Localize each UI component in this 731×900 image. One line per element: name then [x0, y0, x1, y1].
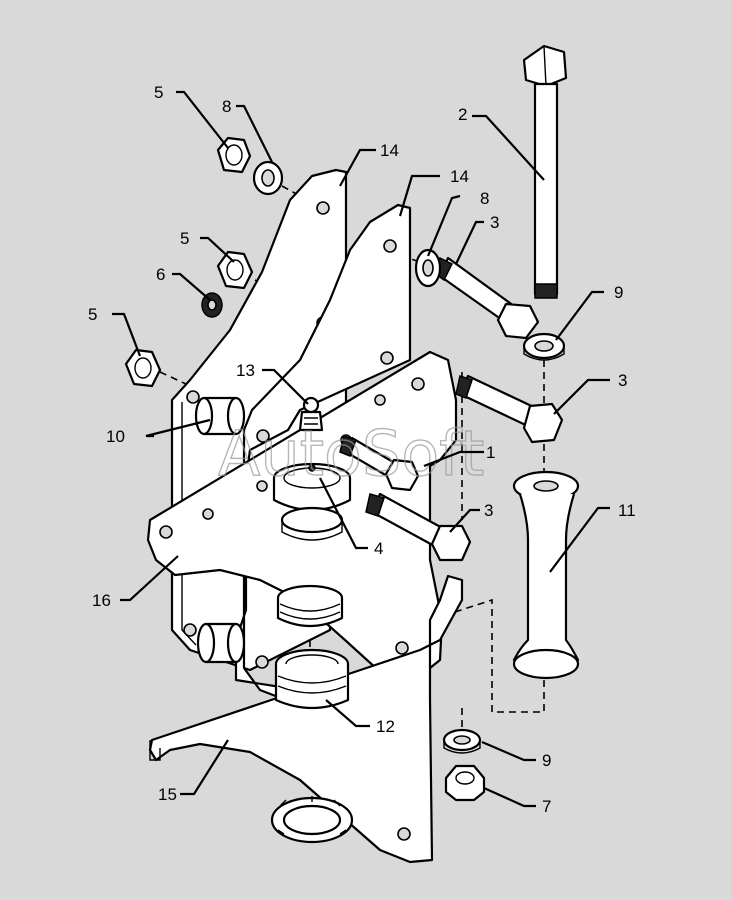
callout-9-bottom: 9 [542, 751, 551, 770]
bolt-3-mid [455, 374, 564, 444]
callout-14-left: 14 [380, 141, 399, 160]
washer-9-top [522, 332, 566, 361]
callout-8-right: 8 [480, 189, 489, 208]
callout-12: 12 [376, 717, 395, 736]
callout-7: 7 [542, 797, 551, 816]
bushing-bottom [270, 796, 354, 844]
callout-8-top: 8 [222, 97, 231, 116]
bushing-mid [276, 584, 344, 628]
callout-2: 2 [458, 105, 467, 124]
callout-3-mid: 3 [618, 371, 627, 390]
washer-8-top [252, 160, 284, 196]
nut-5-low [124, 348, 162, 388]
spacer-tube-upper [194, 396, 246, 436]
leader-lines [112, 90, 610, 808]
bolt-3-bottom [365, 492, 472, 562]
callouts: 5 8 14 14 2 5 6 8 3 5 9 13 3 10 1 11 3 4… [88, 83, 636, 816]
callout-6: 6 [156, 265, 165, 284]
grease-fitting [298, 396, 324, 432]
callout-3-bottom: 3 [484, 501, 493, 520]
callout-16: 16 [92, 591, 111, 610]
watermark: AutoSoft [218, 417, 484, 490]
callout-13: 13 [236, 361, 255, 380]
washer-8-right [414, 248, 442, 288]
bolt-3-top [435, 256, 540, 340]
bushing-12 [274, 648, 350, 710]
callout-3-top: 3 [490, 213, 499, 232]
callout-15: 15 [158, 785, 177, 804]
roller [512, 470, 580, 680]
spacer-tube-lower [196, 622, 246, 664]
nut-5-mid [216, 250, 254, 290]
bolt-1 [339, 435, 420, 492]
lockwasher-6 [201, 292, 223, 318]
callout-4: 4 [374, 539, 383, 558]
callout-11: 11 [618, 501, 636, 520]
callout-5-top: 5 [154, 83, 163, 102]
nut-7 [444, 764, 486, 802]
callout-1: 1 [486, 443, 495, 462]
bolt-long [522, 44, 568, 299]
callout-14-right: 14 [450, 167, 469, 186]
callout-5-low: 5 [88, 305, 97, 324]
callout-10: 10 [106, 427, 125, 446]
callout-5-mid: 5 [180, 229, 189, 248]
callout-9-top: 9 [614, 283, 623, 302]
washer-9-bottom [442, 728, 482, 754]
lower-bracket [148, 574, 464, 864]
bushing-4 [272, 462, 352, 541]
